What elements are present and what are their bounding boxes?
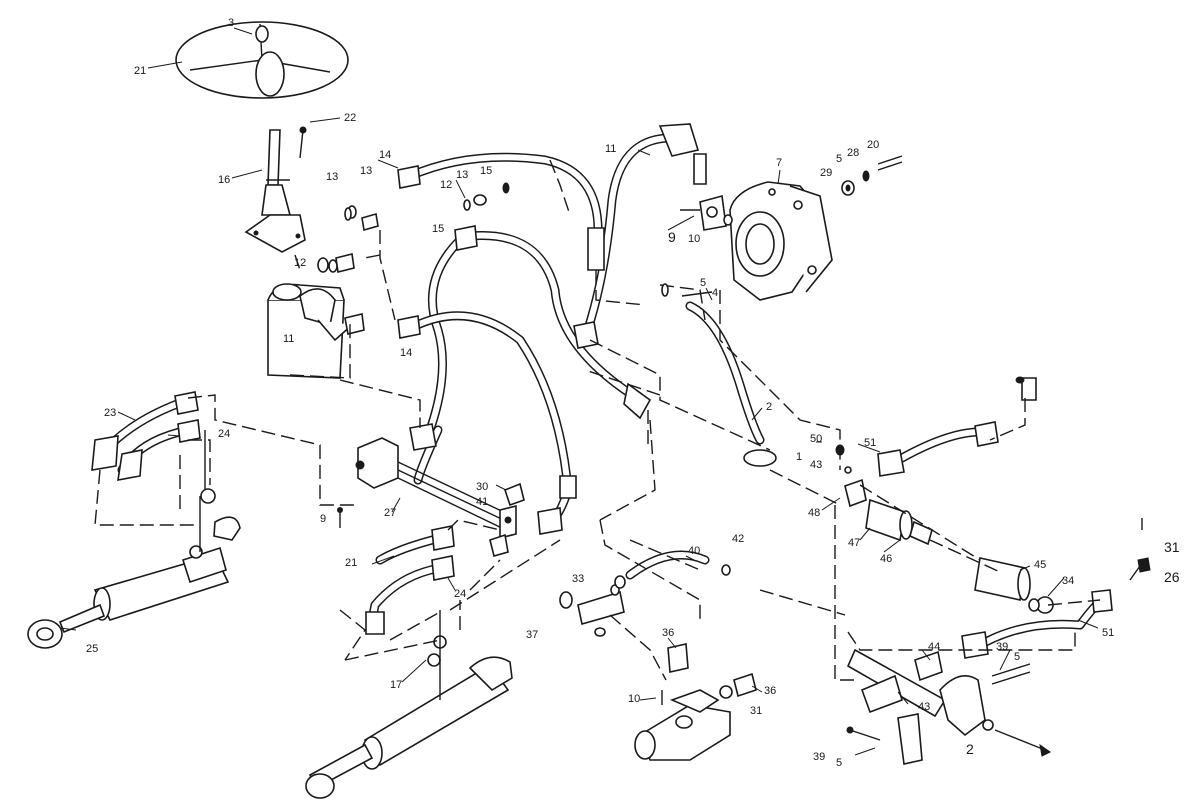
callout-5-b: 5	[700, 277, 706, 289]
steering-valve-body	[267, 283, 353, 379]
callout-40: 40	[688, 545, 700, 557]
callout-50: 50	[810, 433, 822, 445]
fitting-13-upper	[347, 205, 379, 232]
callout-14-b: 14	[400, 347, 412, 359]
callout-4: 4	[712, 287, 718, 299]
callout-31-b: 31	[1164, 539, 1180, 555]
callout-24-b: 24	[454, 588, 466, 600]
callout-10-a: 10	[688, 233, 700, 245]
callout-43-a: 43	[810, 459, 822, 471]
callout-15-b: 15	[432, 223, 444, 235]
callout-44: 44	[928, 641, 940, 653]
callout-41: 41	[476, 496, 488, 508]
callout-13-b: 13	[360, 165, 372, 177]
steering-wheel	[175, 21, 349, 99]
callout-leaders	[59, 27, 1099, 756]
callout-36-a: 36	[662, 627, 674, 639]
callout-5-a: 5	[836, 153, 842, 165]
steering-cylinder-left	[27, 430, 241, 649]
callout-39-b: 39	[813, 751, 825, 763]
callout-39-a: 39	[996, 641, 1008, 653]
callout-1: 1	[796, 451, 802, 463]
callout-14-a: 14	[379, 149, 391, 161]
callout-22: 22	[344, 112, 356, 124]
callout-9-b: 9	[320, 513, 326, 525]
callout-10-b: 10	[628, 693, 640, 705]
bolt-22	[299, 126, 307, 159]
callout-3: 3	[228, 17, 234, 29]
callout-17-a: 17	[390, 679, 402, 691]
callout-11-b: 11	[605, 143, 616, 155]
callout-21: 21	[134, 65, 146, 77]
callout-24-a: 24	[218, 428, 230, 440]
priority-valve	[559, 590, 757, 761]
steering-cylinder-lower	[305, 610, 513, 799]
callout-7: 7	[776, 157, 782, 169]
callout-25: 25	[86, 643, 98, 655]
callout-51-a: 51	[864, 437, 876, 449]
small-fasteners	[328, 182, 1141, 705]
callout-31-a: 31	[750, 705, 762, 717]
callout-37: 37	[526, 629, 538, 641]
callout-5-c: 5	[1014, 651, 1020, 663]
callout-12-b: 12	[294, 257, 306, 269]
callout-13-a: 13	[326, 171, 338, 183]
callout-33: 33	[572, 573, 584, 585]
callout-2-b: 2	[966, 741, 974, 757]
callout-16: 16	[218, 174, 230, 186]
callout-2-a: 2	[766, 401, 772, 413]
callout-11-a: 11	[283, 333, 294, 345]
callout-43-b: 43	[918, 701, 930, 713]
callout-9-a: 9	[668, 229, 676, 245]
fitting-11-valve	[344, 313, 365, 335]
callout-26: 26	[1164, 569, 1180, 585]
steering-column	[244, 129, 306, 253]
callout-13-c: 13	[456, 169, 468, 181]
callout-46: 46	[880, 553, 892, 565]
callout-15-a: 15	[480, 165, 492, 177]
callout-21-b: 21	[345, 557, 357, 569]
hoses	[95, 133, 1105, 653]
pump-flange-10	[699, 194, 727, 231]
callout-48: 48	[808, 507, 820, 519]
callout-42: 42	[732, 533, 744, 545]
callout-47: 47	[848, 537, 860, 549]
callout-23: 23	[104, 407, 116, 419]
callout-5-d: 5	[836, 757, 842, 769]
callout-20: 20	[867, 139, 879, 151]
callout-45: 45	[1034, 559, 1046, 571]
callout-36-b: 36	[764, 685, 776, 697]
connection-lines	[94, 159, 1101, 681]
callout-51-b: 51	[1102, 627, 1114, 639]
callout-29: 29	[820, 167, 832, 179]
callout-30: 30	[476, 481, 488, 493]
callout-12-a: 12	[440, 179, 452, 191]
callout-labels: 21 3 22 16 13 13 14 12 13 15 15 12 11 14…	[86, 17, 1180, 769]
filter-and-tube-assembly	[743, 449, 1151, 765]
distribution-block-27	[355, 437, 525, 557]
hydraulic-pump	[729, 181, 833, 301]
callout-28: 28	[847, 147, 859, 159]
callout-34: 34	[1062, 575, 1074, 587]
pump-small-parts-29-28-20	[841, 155, 903, 196]
callout-27: 27	[384, 507, 396, 519]
hose-fittings	[91, 123, 1113, 659]
